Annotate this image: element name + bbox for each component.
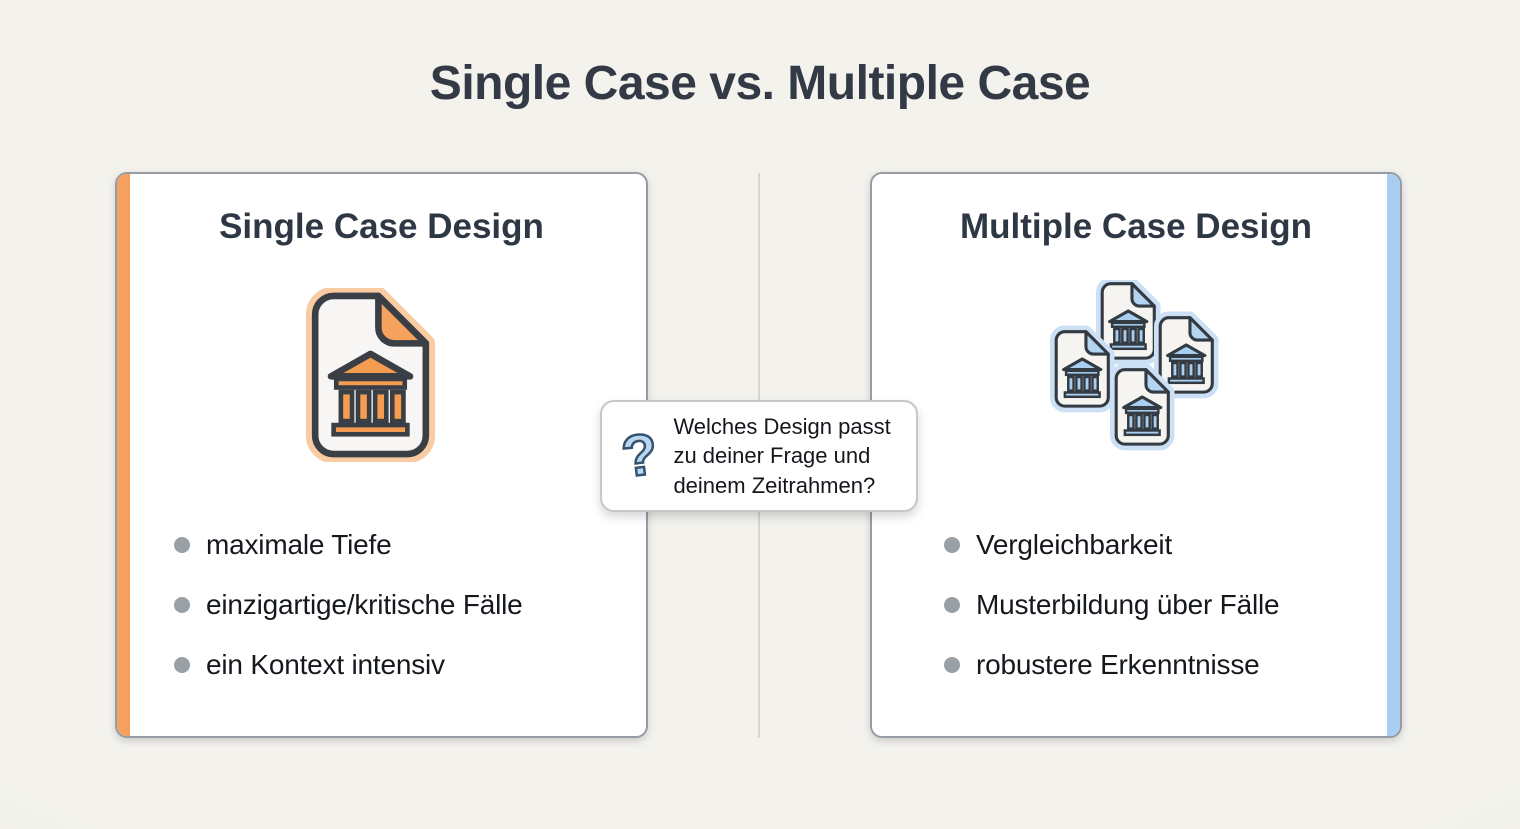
list-item: Vergleichbarkeit (872, 515, 1400, 575)
bullet-label: Vergleichbarkeit (976, 529, 1173, 560)
bullet-label: robustere Erkenntnisse (976, 649, 1260, 680)
list-item: Musterbildung über Fälle (872, 575, 1400, 635)
bullet-dot-icon (174, 537, 190, 553)
list-item: einzigartige/kritische Fälle (117, 575, 646, 635)
list-item: robustere Erkenntnisse (872, 635, 1400, 695)
question-mark-icon: ? (617, 420, 663, 491)
bullet-dot-icon (944, 657, 960, 673)
page-title: Single Case vs. Multiple Case (429, 57, 1091, 110)
question-line: zu deiner Frage und (673, 443, 871, 469)
document-bank-orange-icon (302, 286, 439, 467)
question-bubble: ? Welches Design passt zu deiner Frage u… (600, 400, 918, 512)
orange-accent-strip (117, 174, 130, 736)
single-case-bullet-list: maximale Tiefe einzigartige/kritische Fä… (117, 515, 646, 695)
documents-bank-blue-cluster-icon (1050, 280, 1235, 473)
bullet-dot-icon (174, 657, 190, 673)
bullet-label: Musterbildung über Fälle (976, 589, 1280, 620)
list-item: maximale Tiefe (117, 515, 646, 575)
bullet-label: einzigartige/kritische Fälle (206, 589, 523, 620)
single-case-card-title: Single Case Design (219, 207, 544, 246)
question-line: deinem Zeitrahmen? (673, 472, 876, 498)
multiple-case-card-title: Multiple Case Design (959, 207, 1313, 246)
bullet-dot-icon (944, 537, 960, 553)
multiple-case-card: Multiple Case Design (870, 172, 1402, 738)
multiple-case-bullet-list: Vergleichbarkeit Musterbildung über Fäll… (872, 515, 1400, 695)
bullet-dot-icon (174, 597, 190, 613)
bullet-dot-icon (944, 597, 960, 613)
bullet-label: ein Kontext intensiv (206, 649, 445, 680)
single-case-card: Single Case Design maximale Tiefe einzig… (115, 172, 648, 738)
list-item: ein Kontext intensiv (117, 635, 646, 695)
question-line: Welches Design passt (673, 413, 891, 439)
blue-accent-strip (1387, 174, 1400, 736)
bullet-label: maximale Tiefe (206, 529, 392, 560)
question-bubble-text: Welches Design passt zu deiner Frage und… (673, 412, 890, 501)
